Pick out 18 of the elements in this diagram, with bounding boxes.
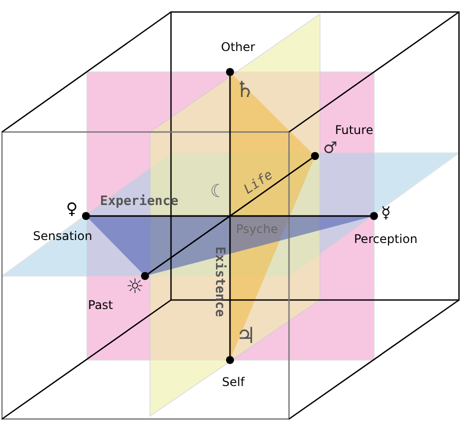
axis-line (90, 215, 370, 217)
point-label: Sensation (33, 228, 92, 245)
point-label: Other (221, 39, 256, 56)
point-label: Future (335, 122, 374, 139)
planet-symbol: ♄ (235, 80, 255, 102)
axis-label: Existence (210, 246, 228, 317)
planet-symbol: ♃ (236, 326, 256, 348)
moon-symbol: ☾ (210, 183, 226, 201)
axis-line (229, 76, 231, 356)
planet-symbol: ☿ (381, 205, 391, 221)
planet-symbol: ♂ (323, 140, 338, 156)
point-label: Perception (354, 231, 418, 248)
planet-symbol: ☼ (126, 276, 144, 296)
axis-line (148, 158, 312, 274)
point-label: Self (222, 374, 245, 391)
axis-label: Life (240, 166, 277, 200)
point-label: Past (88, 297, 114, 314)
planet-symbol: ♀ (66, 201, 78, 217)
